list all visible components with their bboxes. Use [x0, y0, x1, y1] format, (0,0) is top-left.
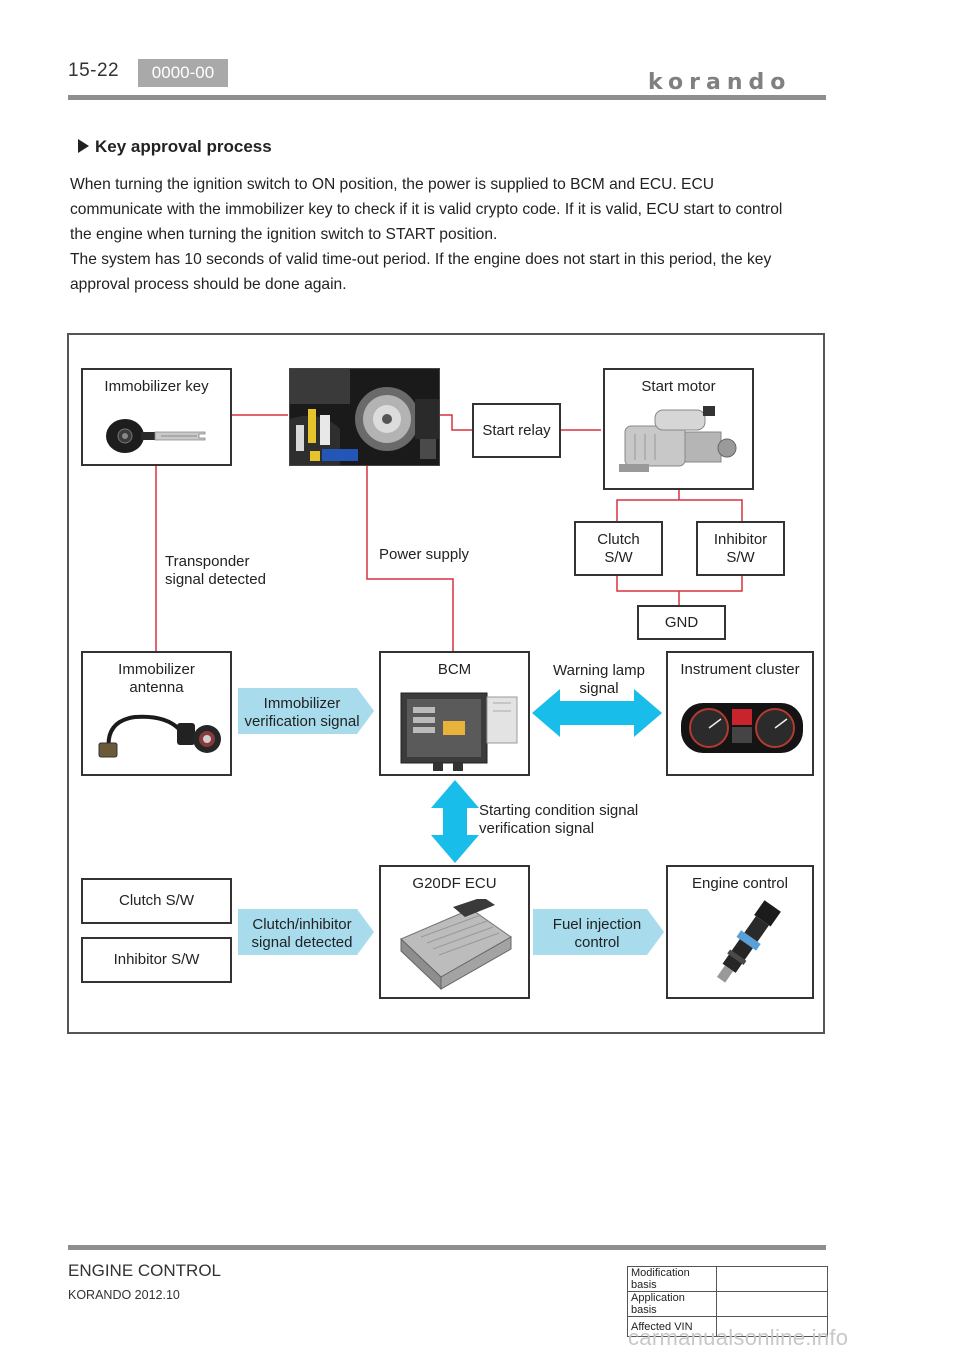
table-label: Affected VIN — [627, 1316, 717, 1337]
starting-condition-line1: Starting condition signal — [479, 802, 639, 819]
transponder-line1: Transponder — [165, 553, 250, 570]
instrument-cluster-icon — [681, 703, 803, 753]
clutch-inhibitor-line1: Clutch/inhibitor — [252, 916, 352, 933]
paragraph-line: the engine when turning the ignition swi… — [70, 226, 498, 243]
triangle-bullet-icon — [78, 139, 89, 153]
table-row: Modification basis — [627, 1266, 828, 1292]
table-value — [716, 1316, 828, 1337]
transponder-label: Transponder signal detected — [165, 553, 266, 589]
warning-lamp-line1: Warning lamp — [553, 662, 645, 679]
table-row: Application basis — [627, 1291, 828, 1317]
immobilizer-antenna-line1: Immobilizer — [118, 661, 195, 678]
warning-lamp-line2: signal — [579, 680, 619, 697]
starting-condition-arrow — [431, 780, 479, 863]
starting-condition-label: Starting condition signal verification s… — [479, 802, 638, 838]
inhibitor-sw-box: Inhibitor S/W — [696, 521, 785, 576]
immobilizer-verification-line1: Immobilizer — [263, 695, 341, 712]
code-badge: 0000-00 — [138, 59, 228, 87]
motor-split-line — [616, 499, 743, 521]
brand-logo: korando — [648, 70, 792, 95]
fuel-injection-line2: control — [574, 934, 620, 951]
watermark: carmanualsonline.info — [628, 1325, 849, 1350]
immobilizer-key-box: Immobilizer key — [81, 368, 232, 466]
antenna-icon — [98, 714, 221, 758]
ecu-module-icon — [400, 899, 512, 991]
clutch-sw-box: Clutch S/W — [574, 521, 663, 576]
fuel-injection-line1: Fuel injection — [552, 916, 642, 933]
footer-rule — [68, 1245, 826, 1250]
warning-lamp-label: Warning lamp signal — [537, 662, 661, 698]
fuel-injector-icon — [716, 900, 781, 983]
section-title: Key approval process — [78, 137, 272, 157]
table-value — [716, 1291, 828, 1317]
paragraph-line: When turning the ignition switch to ON p… — [70, 176, 714, 193]
paragraph-line: The system has 10 seconds of valid time-… — [70, 251, 772, 268]
fuel-injection-chevron — [533, 909, 664, 955]
section-title-text: Key approval process — [95, 137, 272, 156]
start-relay-box: Start relay — [472, 403, 561, 458]
diagram-connectors — [155, 414, 743, 955]
fuel-injection-text: Fuel injection control — [535, 916, 659, 952]
inhibitor-sw-input-box: Inhibitor S/W — [81, 937, 232, 983]
clutch-sw-input-box: Clutch S/W — [81, 878, 232, 924]
gnd-join-line — [616, 575, 743, 592]
footer-title: ENGINE CONTROL — [68, 1261, 222, 1280]
engine-control-label: Engine control — [692, 875, 788, 892]
bcm-module-icon — [400, 692, 518, 771]
immobilizer-verification-chevron — [238, 688, 374, 734]
power-supply-line — [366, 465, 454, 651]
table-row: Affected VIN — [627, 1316, 828, 1337]
page-number: 15-22 — [68, 60, 120, 81]
table-label: Modification basis — [627, 1266, 717, 1292]
paragraph-line: communicate with the immobilizer key to … — [70, 201, 783, 218]
ignition-switch-icon — [290, 369, 439, 465]
gnd-box: GND — [637, 605, 726, 640]
header-rule — [68, 95, 826, 100]
engine-control-box: Engine control — [666, 865, 814, 999]
ignition-switch-photo — [289, 368, 440, 466]
immobilizer-key-label: Immobilizer key — [104, 378, 209, 395]
key-icon — [106, 419, 206, 453]
paragraph-line: approval process should be done again. — [70, 276, 347, 293]
table-value — [716, 1266, 828, 1292]
starting-condition-line2: verification signal — [479, 820, 595, 837]
bcm-label: BCM — [437, 661, 472, 678]
immobilizer-verification-line2: verification signal — [244, 713, 360, 730]
bcm-box: BCM — [379, 651, 530, 776]
clutch-inhibitor-line2: signal detected — [251, 934, 353, 951]
ecu-label: G20DF ECU — [412, 875, 497, 892]
immobilizer-antenna-line2: antenna — [129, 679, 184, 696]
inhibitor-sw-line2: S/W — [726, 548, 755, 566]
warning-lamp-arrow — [532, 689, 662, 737]
instrument-cluster-box: Instrument cluster — [666, 651, 814, 776]
clutch-sw-line2: S/W — [604, 548, 633, 566]
clutch-inhibitor-chevron — [238, 909, 374, 955]
clutch-inhibitor-text: Clutch/inhibitor signal detected — [240, 916, 364, 952]
clutch-sw-input-label: Clutch S/W — [118, 892, 194, 909]
start-relay-label: Start relay — [482, 421, 551, 439]
inhibitor-sw-input-label: Inhibitor S/W — [113, 951, 200, 968]
start-motor-icon — [619, 406, 737, 472]
key-approval-diagram: Immobilizer key — [67, 333, 825, 1034]
immobilizer-verification-text: Immobilizer verification signal — [240, 695, 364, 731]
ecu-box: G20DF ECU — [379, 865, 530, 999]
inhibitor-sw-line1: Inhibitor — [713, 530, 768, 548]
footer-subtitle: KORANDO 2012.10 — [68, 1288, 180, 1302]
instrument-cluster-label: Instrument cluster — [680, 661, 800, 678]
immobilizer-antenna-box: Immobilizer antenna — [81, 651, 232, 776]
revision-info-table: Modification basis Application basis Aff… — [627, 1266, 828, 1337]
start-motor-box: Start motor — [603, 368, 754, 490]
ignition-relay-line — [438, 414, 472, 431]
table-label: Application basis — [627, 1291, 717, 1317]
power-supply-label: Power supply — [379, 546, 470, 563]
gnd-label: GND — [664, 613, 699, 631]
transponder-line2: signal detected — [165, 571, 266, 588]
immobilizer-antenna-label: Immobilizer antenna — [83, 661, 230, 697]
clutch-sw-line1: Clutch — [597, 530, 640, 548]
start-motor-label: Start motor — [641, 378, 716, 395]
